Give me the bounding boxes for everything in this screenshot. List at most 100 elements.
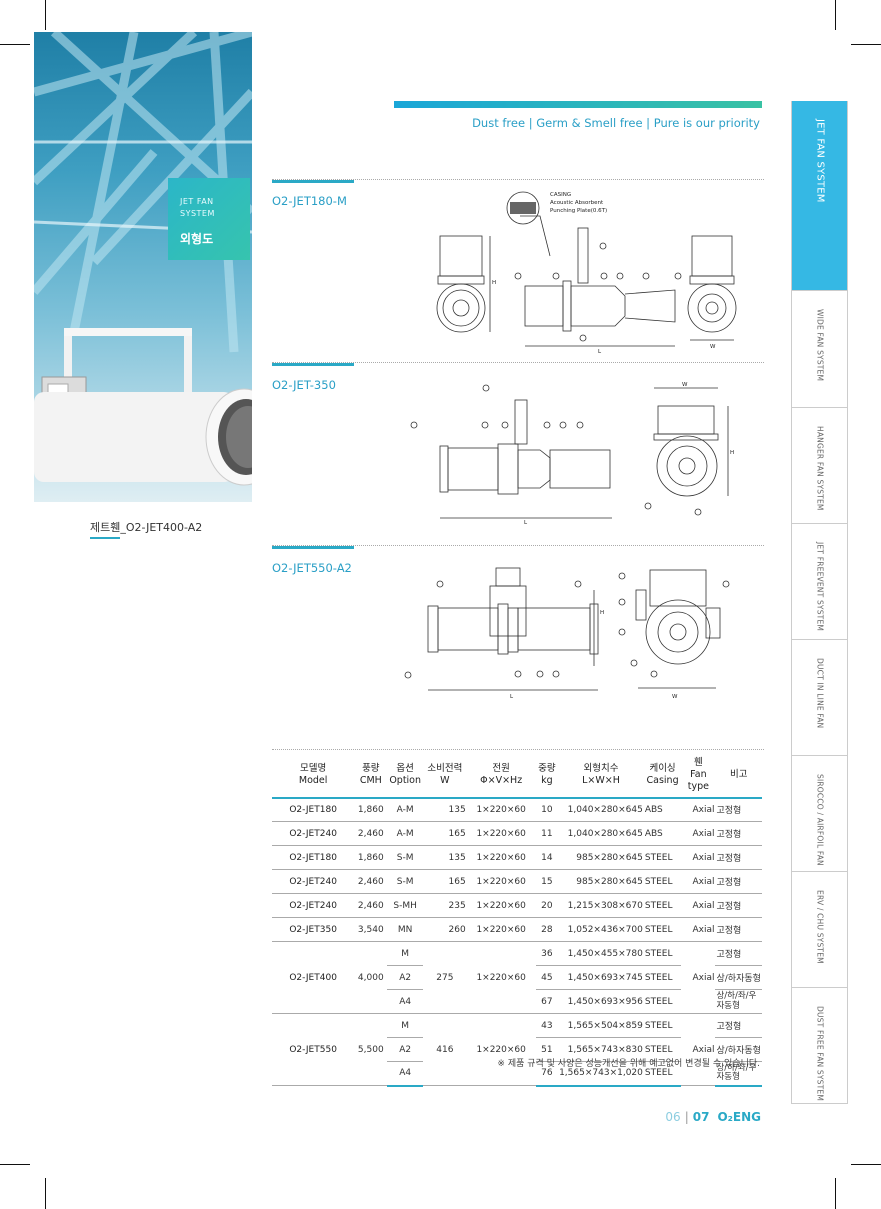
section-title-jet550: O2-JET550-A2 [272,561,352,575]
table-cell: 고정형 [715,869,762,895]
table-cell: S-M [387,869,423,895]
label-l: L [598,349,602,355]
table-cell: A4 [387,1061,423,1087]
table-cell: 5,500 [354,1013,388,1087]
folio-separator: | [684,1110,689,1124]
table-cell: A-M [387,821,423,847]
table-cell: 고정형 [715,893,762,919]
table-cell: 985×280×645 [558,845,644,871]
table-cell: 1,450×455×780 [558,941,644,967]
crop-mark [851,1164,881,1165]
table-cell: 67 [535,989,559,1015]
table-cell: 20 [535,893,559,919]
table-cell: 165 [423,869,467,895]
label-l: L [524,520,528,526]
table-cell: 2,460 [354,869,388,895]
drawing-jet180: CASING Acoustic Absorbent Punching Plate… [430,186,750,356]
side-tab-0[interactable]: JET FAN SYSTEM [792,101,847,291]
label-absorbent: Acoustic Absorbent [550,200,604,206]
table-cell: 51 [535,1037,559,1063]
side-tab-label: SIROCCO / AIRFOIL FAN [815,774,824,866]
table-cell: ABS [643,821,682,847]
table-cell: 235 [423,893,467,919]
table-cell: O2-JET240 [272,821,355,847]
table-cell: Axial [681,941,716,1015]
table-cell: STEEL [643,845,682,871]
table-cell: 43 [535,1013,559,1039]
label-l: L [510,694,514,700]
side-tab-label: DUCT IN LINE FAN [815,658,824,729]
table-cell: 1,040×280×645 [558,821,644,847]
side-tab-3[interactable]: JET FREEVENT SYSTEM [792,524,847,640]
tagline: Dust free | Germ & Smell free | Pure is … [472,116,760,130]
section-divider [272,179,764,180]
table-cell: S-MH [387,893,423,919]
side-tab-label: HANGER FAN SYSTEM [815,426,824,511]
side-tab-5[interactable]: SIROCCO / AIRFOIL FAN [792,756,847,872]
table-cell: 2,460 [354,893,388,919]
table-cell: STEEL [643,989,682,1015]
table-cell: 1,215×308×670 [558,893,644,919]
table-cell: 1×220×60 [466,1013,536,1087]
section-divider [272,749,764,750]
label-w: W [672,694,678,700]
table-cell: 985×280×645 [558,869,644,895]
table-cell: 76 [535,1061,559,1087]
table-cell: 고정형 [715,917,762,943]
page-number-left: 06 [665,1110,681,1124]
label-h: H [600,610,604,616]
side-tab-4[interactable]: DUCT IN LINE FAN [792,640,847,756]
side-tab-6[interactable]: ERV / CHU SYSTEM [792,872,847,988]
side-tab-label: DUST FREE FAN SYSTEM [815,1006,824,1102]
table-cell: S-M [387,845,423,871]
page-number-right: 07 [692,1110,710,1124]
table-cell: STEEL [643,965,682,991]
table-cell: A-M [387,797,423,823]
side-tab-7[interactable]: DUST FREE FAN SYSTEM [792,988,847,1104]
table-cell: Axial [681,1013,716,1087]
side-tab-1[interactable]: WIDE FAN SYSTEM [792,291,847,408]
table-cell: Axial [681,869,716,895]
section-divider [272,362,764,363]
table-cell: 고정형 [715,821,762,847]
table-cell: Axial [681,893,716,919]
table-cell: 1×220×60 [466,797,536,823]
table-cell: 14 [535,845,559,871]
table-cell: 416 [423,1013,467,1087]
table-cell: 1,450×693×745 [558,965,644,991]
crop-mark [45,0,46,30]
table-cell: 10 [535,797,559,823]
table-cell: 1,565×743×1,020 [558,1061,644,1087]
side-tab-2[interactable]: HANGER FAN SYSTEM [792,408,847,524]
table-cell: 상/하/좌/우 자동형 [715,1061,762,1087]
table-cell: O2-JET180 [272,845,355,871]
table-cell: 275 [423,941,467,1015]
table-cell: O2-JET240 [272,893,355,919]
table-cell: 1×220×60 [466,917,536,943]
table-cell: 1,565×743×830 [558,1037,644,1063]
table-cell: Axial [681,821,716,847]
table-cell: M [387,941,423,967]
table-cell: 상/하/좌/우 자동형 [715,989,762,1015]
header-bar [394,101,762,108]
caption-underline [90,537,120,539]
table-cell: 상/하자동형 [715,965,762,991]
section-marker [272,180,354,183]
table-cell: 260 [423,917,467,943]
section-title-jet350: O2-JET-350 [272,378,336,392]
tag-title: 외형도 [180,232,214,246]
table-cell: 36 [535,941,559,967]
disclaimer-note: ※ 제품 규격 및 사양은 성능개선을 위해 예고없이 변경될 수 있습니다. [497,1059,760,1069]
